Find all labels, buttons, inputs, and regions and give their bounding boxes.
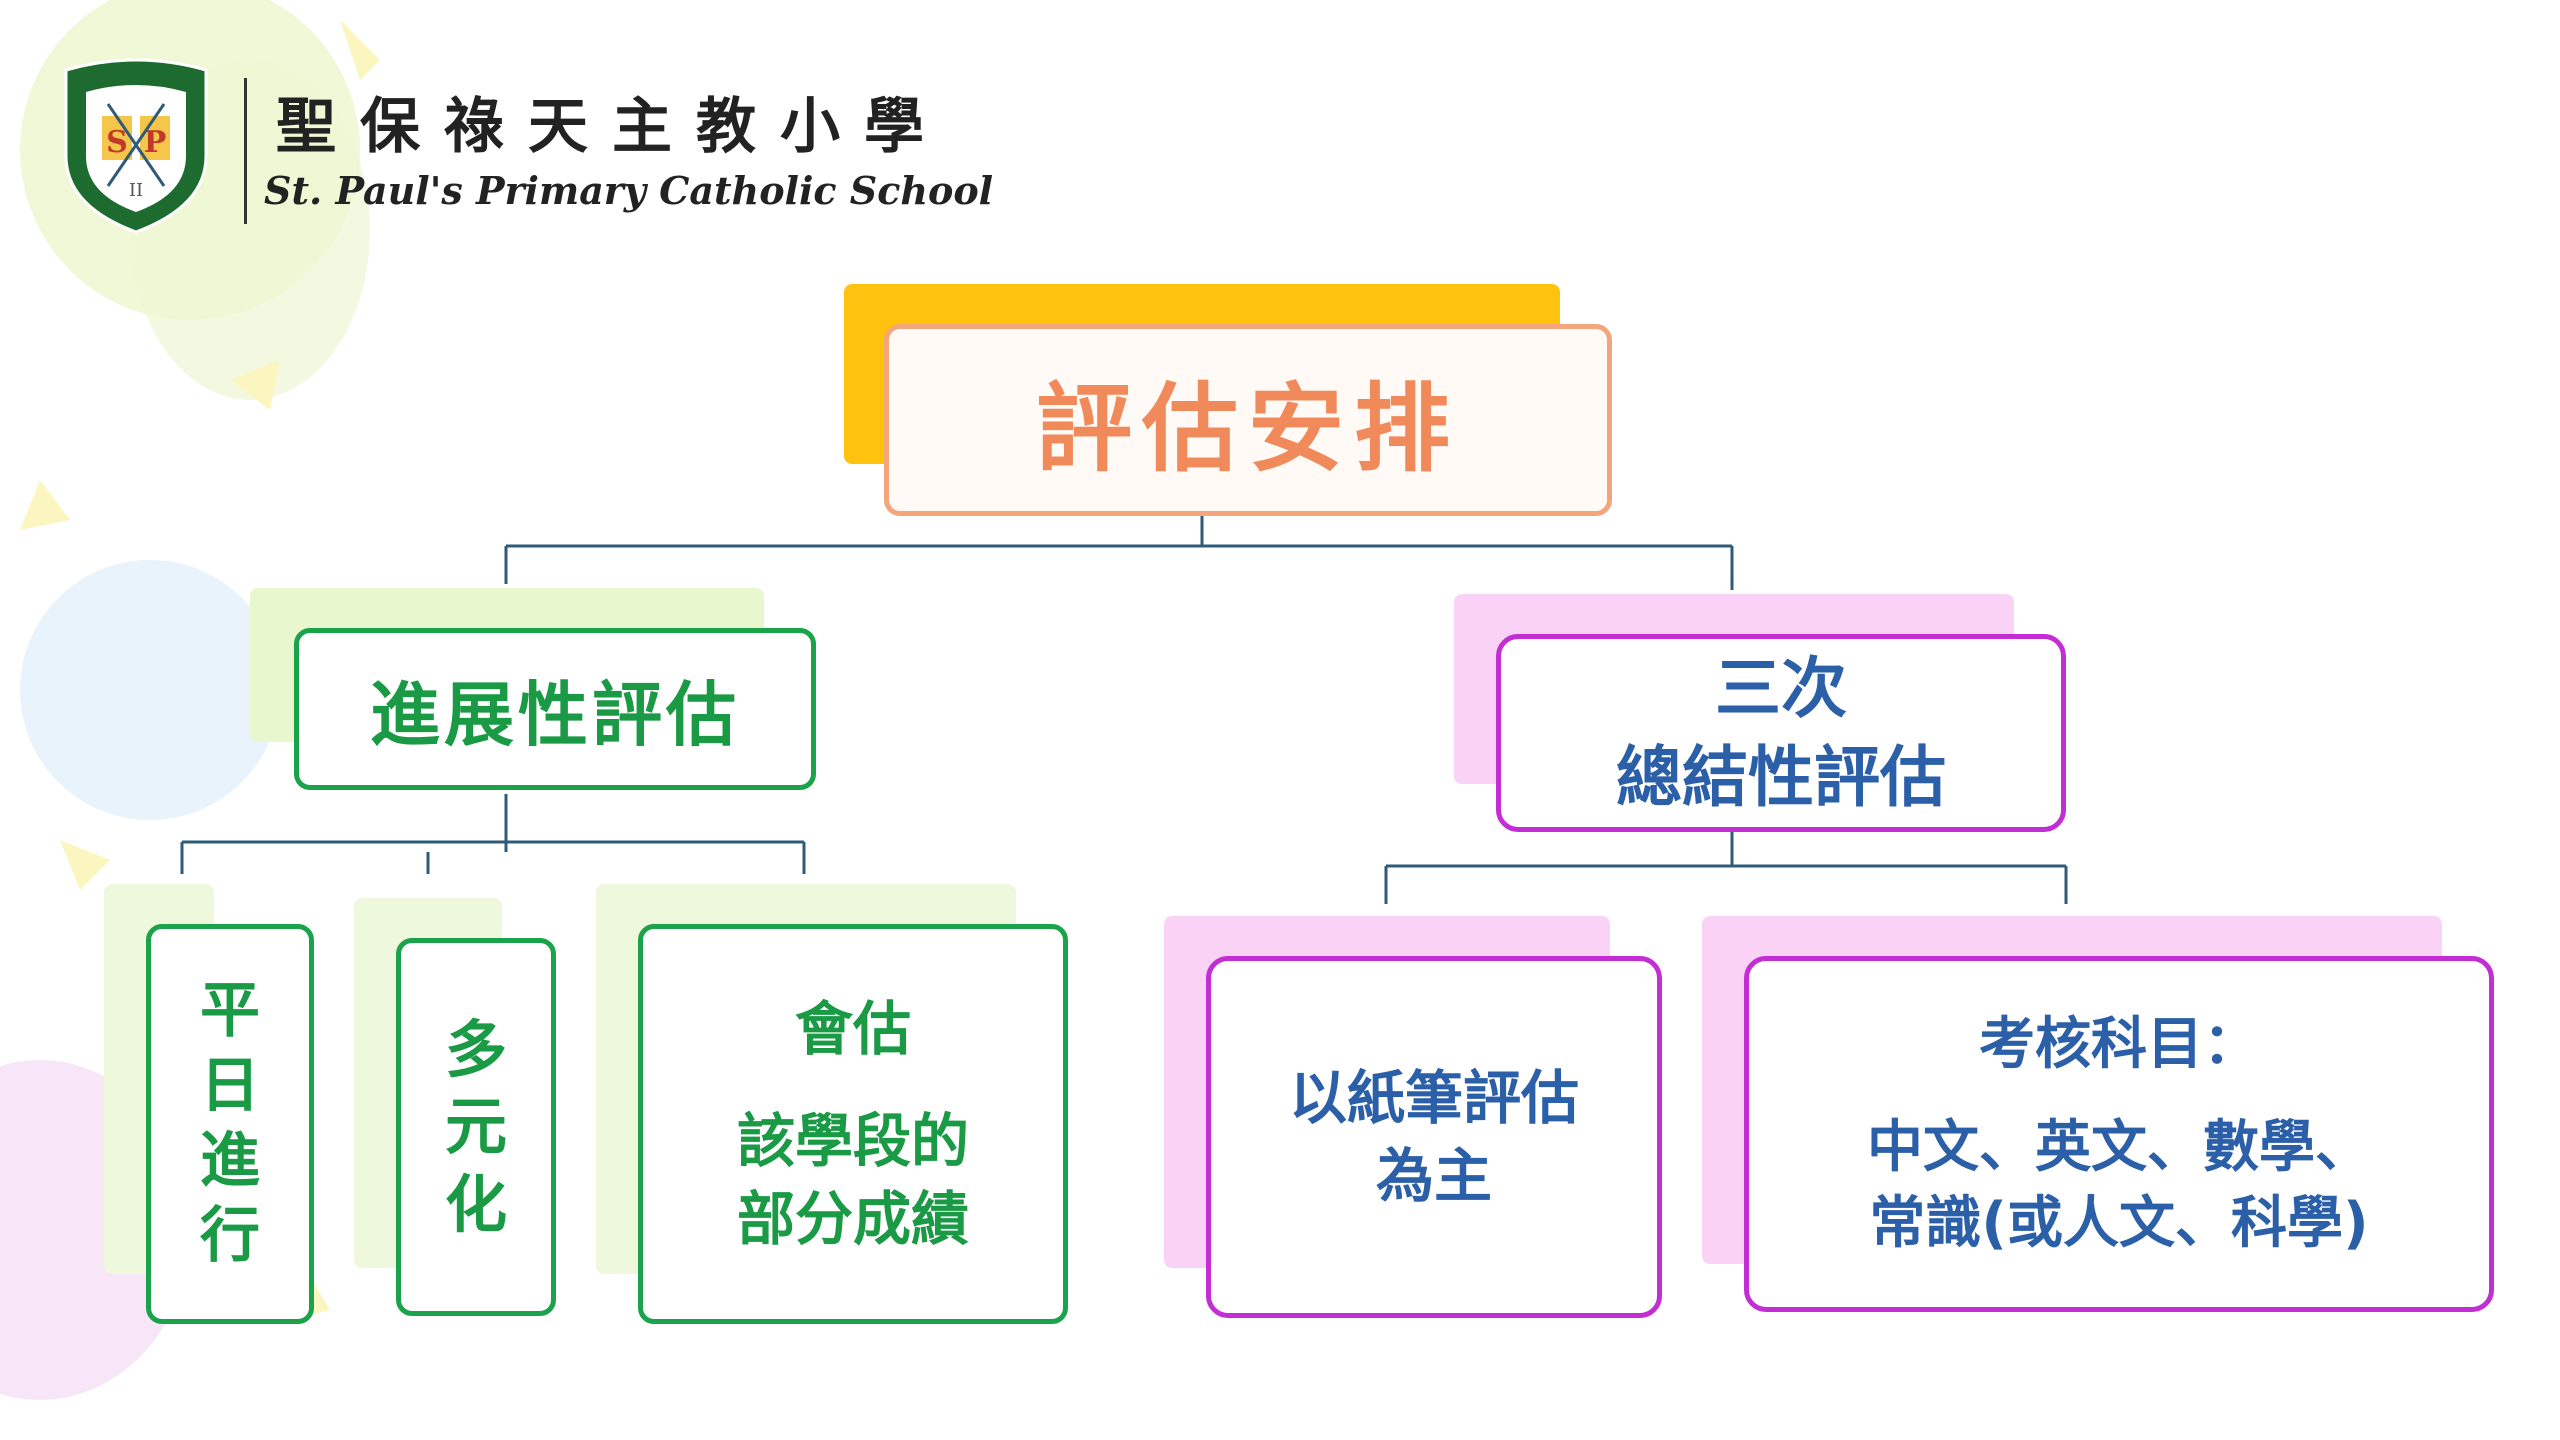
crest-numeral: II (129, 180, 143, 201)
left-child-2-node: 多 元 化 (396, 938, 556, 1316)
right-branch-node: 三次 總結性評估 (1496, 634, 2066, 832)
right-branch-line-1: 三次 (1715, 649, 1847, 727)
bg-balloon-blue (20, 560, 280, 820)
left-child-3-line-2: 該學段的 (736, 1106, 969, 1175)
header-divider (244, 78, 247, 224)
left-branch-label: 進展性評估 (370, 673, 740, 756)
crest-letter-s: S (106, 125, 128, 160)
bg-ray (60, 840, 110, 890)
right-branch-line-2: 總結性評估 (1616, 739, 1946, 816)
left-child-2-line-1: 多 (444, 1012, 507, 1086)
bg-ray (340, 20, 380, 80)
left-child-1-line-2: 日 (200, 1051, 260, 1121)
school-crest-logo: S P II (64, 58, 208, 234)
root-label: 評估安排 (1036, 372, 1460, 485)
left-child-1-node: 平 日 進 行 (146, 924, 314, 1324)
left-child-2-line-2: 元 (444, 1090, 507, 1164)
bg-ray (230, 360, 280, 410)
left-child-2-line-3: 化 (444, 1167, 507, 1241)
root-node: 評估安排 (884, 324, 1612, 516)
left-child-1-line-4: 行 (200, 1201, 260, 1271)
left-child-1-line-1: 平 (200, 976, 260, 1046)
right-child-2-line-2: 中文、英文、數學、 (1867, 1115, 2371, 1181)
right-child-2-line-3: 常識(或人文、科學) (1869, 1190, 2369, 1256)
crest-letter-p: P (144, 125, 167, 160)
left-child-3-line-1: 會估 (794, 994, 911, 1063)
right-child-2-node: 考核科目： 中文、英文、數學、 常識(或人文、科學) (1744, 956, 2494, 1312)
left-child-3-node: 會估 該學段的 部分成績 (638, 924, 1068, 1324)
left-child-1-line-3: 進 (200, 1126, 260, 1196)
left-child-3-line-3: 部分成績 (736, 1185, 969, 1254)
school-name-english: St. Paul's Primary Catholic School (264, 168, 994, 213)
right-child-2-line-1: 考核科目： (1979, 1011, 2259, 1077)
left-branch-node: 進展性評估 (294, 628, 816, 790)
right-child-1-line-2: 為主 (1375, 1142, 1492, 1210)
right-child-1-line-1: 以紙筆評估 (1288, 1063, 1579, 1132)
school-name-chinese: 聖保祿天主教小學 (276, 92, 948, 162)
bg-ray (20, 480, 70, 530)
right-child-1-node: 以紙筆評估 為主 (1206, 956, 1662, 1318)
